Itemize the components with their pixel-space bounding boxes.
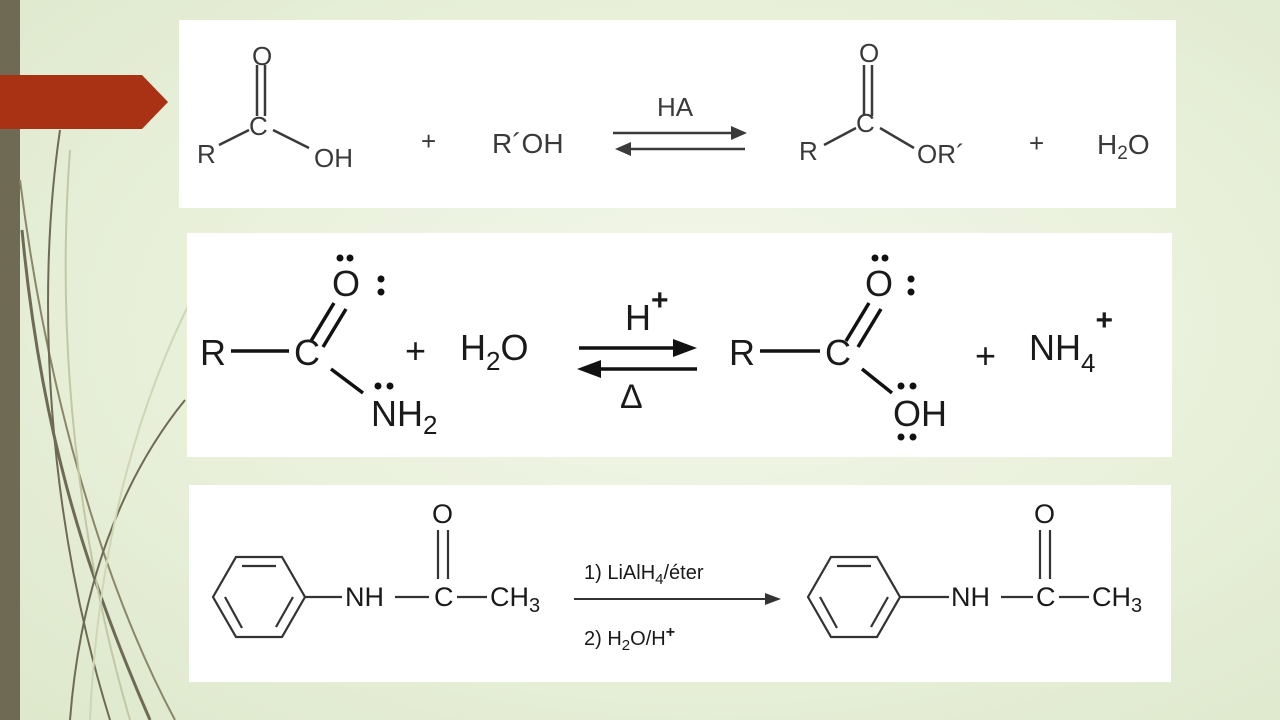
acid-r-group: R	[197, 139, 216, 169]
reaction-panel-esterification: O C R OH + R´OH HA O C R OR´ + H2O	[179, 20, 1176, 208]
reagent-step-2: 2) H2O/H+	[584, 624, 675, 654]
amide-carbon: C	[294, 332, 320, 373]
product-carbonyl-double-bond	[1038, 530, 1052, 579]
amide-r-group: R	[200, 332, 226, 373]
water-product: H2O	[1097, 129, 1150, 164]
accent-tab-marker	[0, 75, 168, 129]
benzene-ring-product	[806, 555, 949, 639]
acid-carbonyl-oxygen: O	[252, 41, 272, 71]
ester-structure	[823, 65, 915, 150]
product-nh-group: NH	[951, 582, 990, 612]
reactant-carbonyl-carbon: C	[434, 582, 454, 612]
ammonium-ion: NH4+	[1029, 304, 1113, 378]
acid-r-group: R	[729, 332, 755, 373]
reactant-carbonyl-oxygen: O	[432, 499, 453, 529]
amide-carbonyl-oxygen: O	[332, 263, 360, 304]
acid-condition: H+	[625, 284, 669, 338]
product-carbonyl-carbon: C	[1036, 582, 1056, 612]
ester-r-group: R	[799, 136, 818, 166]
side-bar	[0, 0, 20, 720]
acid-carbon: C	[249, 111, 268, 141]
acid-hydroxyl: OH	[314, 143, 353, 173]
amide-hydrolysis-scheme: O R C NH2 + H2O H+ Δ O	[200, 254, 1113, 441]
alcohol-formula: R´OH	[492, 128, 564, 159]
reaction-panel-amide-hydrolysis: O R C NH2 + H2O H+ Δ O	[187, 233, 1172, 457]
esterification-scheme: O C R OH + R´OH HA O C R OR´ + H2O	[197, 38, 1150, 173]
product-methyl: CH3	[1092, 582, 1142, 617]
amide-bonds	[231, 302, 365, 395]
ester-carbon: C	[856, 108, 875, 138]
plus-sign-1: +	[421, 126, 436, 156]
reactant-carbonyl-double-bond	[436, 530, 450, 579]
acid-hydroxyl: OH	[893, 393, 947, 434]
product-carbonyl-oxygen: O	[1034, 499, 1055, 529]
benzene-ring-reactant	[211, 555, 342, 639]
plus-sign-2: +	[975, 335, 996, 376]
acid-bonds	[760, 302, 894, 395]
acid-carbonyl-oxygen: O	[865, 263, 893, 304]
carboxylic-acid-structure	[218, 65, 310, 150]
catalyst-label: HA	[657, 92, 694, 122]
plus-sign-1: +	[405, 330, 426, 371]
reactant-nh-group: NH	[345, 582, 384, 612]
amide-reduction-scheme: NH C O CH3 1) LiAlH4/éter 2) H2O/H+ NH C…	[211, 499, 1142, 654]
reaction-arrow	[574, 593, 781, 605]
equilibrium-arrows	[613, 126, 747, 156]
acid-carbon: C	[825, 332, 851, 373]
lone-pair-dots-amide	[336, 254, 394, 390]
ester-alkoxy: OR´	[917, 139, 965, 169]
water-reactant: H2O	[460, 327, 528, 376]
ester-carbonyl-oxygen: O	[859, 38, 879, 68]
reagent-step-1: 1) LiAlH4/éter	[584, 562, 704, 588]
reactant-methyl: CH3	[490, 582, 540, 617]
decorative-swoosh-lines	[19, 129, 200, 720]
heat-condition: Δ	[620, 378, 643, 416]
equilibrium-arrows	[577, 339, 697, 378]
reaction-panel-amide-reduction: NH C O CH3 1) LiAlH4/éter 2) H2O/H+ NH C…	[189, 485, 1171, 682]
amide-nitrogen: NH2	[371, 393, 437, 440]
lone-pair-dots-acid	[871, 254, 917, 441]
plus-sign-2: +	[1029, 128, 1044, 158]
